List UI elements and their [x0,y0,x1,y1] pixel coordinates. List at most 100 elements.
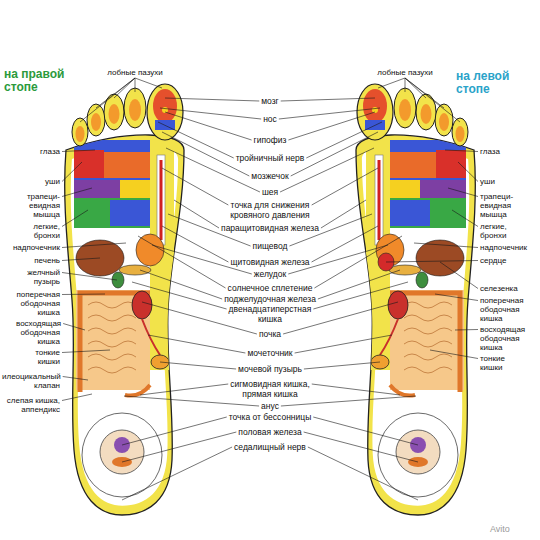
leader-line [148,335,245,353]
leader-line [318,270,400,299]
leader-line [158,122,234,158]
leader-line [135,78,162,88]
leader-line [458,162,478,182]
organ-label: надпочечник [480,243,538,252]
leader-line [62,294,105,296]
leader-line [440,262,478,289]
leader-line [304,432,418,462]
leader-line [448,188,478,197]
leader-line [62,350,110,353]
organ-label: слепая кишка, аппендикс [2,396,60,414]
leader-line [62,243,126,248]
leader-line [313,282,408,309]
leader-line [62,150,95,152]
leader-line [132,282,227,309]
leader-line [312,384,400,395]
organ-label: солнечное сплетение [205,284,335,294]
organ-label: легкие, бронхи [26,222,60,240]
leader-line [308,447,418,500]
organ-label: сердце [480,256,538,265]
leader-line [312,226,378,262]
organ-label: глаза [2,147,60,156]
organ-label: шея [205,188,335,198]
organ-label: легкие, бронхи [480,222,514,240]
organ-label: илеоцикальный клапан [2,372,60,390]
leader-line [122,447,232,500]
leader-line [162,168,228,205]
leader-line [114,78,135,98]
organ-label: мозжечок [205,172,335,182]
leader-line [122,432,236,462]
leader-line [96,78,135,108]
leader-line [281,396,416,406]
leader-line [313,417,418,445]
leader-line [63,377,88,381]
leader-line [405,78,406,92]
leader-line [435,294,478,301]
organ-label: восходящая ободочная кишка [16,319,60,346]
organ-label: тонкие кишки [480,354,510,372]
leader-line [430,350,478,359]
leader-line [124,396,259,406]
organ-label: печень [2,256,60,265]
leader-line [306,122,382,158]
organ-label: уши [480,177,538,186]
leader-line [63,324,85,331]
organ-label: двенадцатиперстная кишка [225,305,315,324]
leader-line [174,200,219,228]
organ-label: селезенка [480,284,538,293]
organ-label: лобные пазухи [365,68,445,77]
organ-label: желудок [205,270,335,280]
leader-line [62,258,100,261]
organ-label: мочеточник [205,349,335,359]
organ-label: мочевой пузырь [205,365,335,375]
leader-line [378,78,405,88]
leader-line [138,236,226,288]
leader-line [405,78,444,108]
leader-line [455,329,478,331]
leader-line [414,243,478,248]
leader-line [321,200,366,228]
organ-label: восходящая ободочная кишка [480,325,524,352]
organ-label: тройничный нерв [205,154,335,164]
organ-label: мозг [205,97,335,107]
leader-line [445,150,478,152]
organ-label: точка для снижения кровяного давления [215,201,325,220]
organ-label: точка от бессонницы [205,413,335,423]
organ-label: лобные пазухи [95,68,175,77]
leader-line [62,162,82,182]
leader-line [405,78,426,98]
leader-line [122,417,227,445]
organ-label: пищевод [205,242,335,252]
organ-label: поджелудочная железа [205,295,335,305]
leader-line [279,108,380,119]
leader-line [62,188,92,197]
organ-label: половая железа [205,428,335,438]
leader-line [160,362,236,369]
leader-line [386,261,478,263]
organ-label: трапеци- евидная мышца [480,192,518,219]
organ-label: нос [205,115,335,125]
leader-line [162,226,228,262]
organ-label: седалищный нерв [205,443,335,453]
organ-label: глаза [480,147,538,156]
leader-line [295,335,392,353]
organ-label: щитовидная железа [205,258,335,268]
leader-line [452,210,478,227]
organ-label: почка [205,330,335,340]
leader-line [140,384,228,395]
leader-line [62,394,92,401]
leader-line [62,210,88,227]
organ-label: анус [205,402,335,412]
leader-line [160,108,261,119]
organ-label: сигмовидная кишка, прямая кишка [223,380,318,399]
organ-label: паращитовидная железа [205,224,335,234]
leader-line [62,273,117,281]
leader-line [165,112,252,140]
organ-label: поперечная ободочная кишка [480,296,524,323]
organ-label: желчный пузырь [26,268,60,286]
organ-label: уши [2,177,60,186]
leader-line [281,98,375,101]
leader-line [140,270,222,299]
